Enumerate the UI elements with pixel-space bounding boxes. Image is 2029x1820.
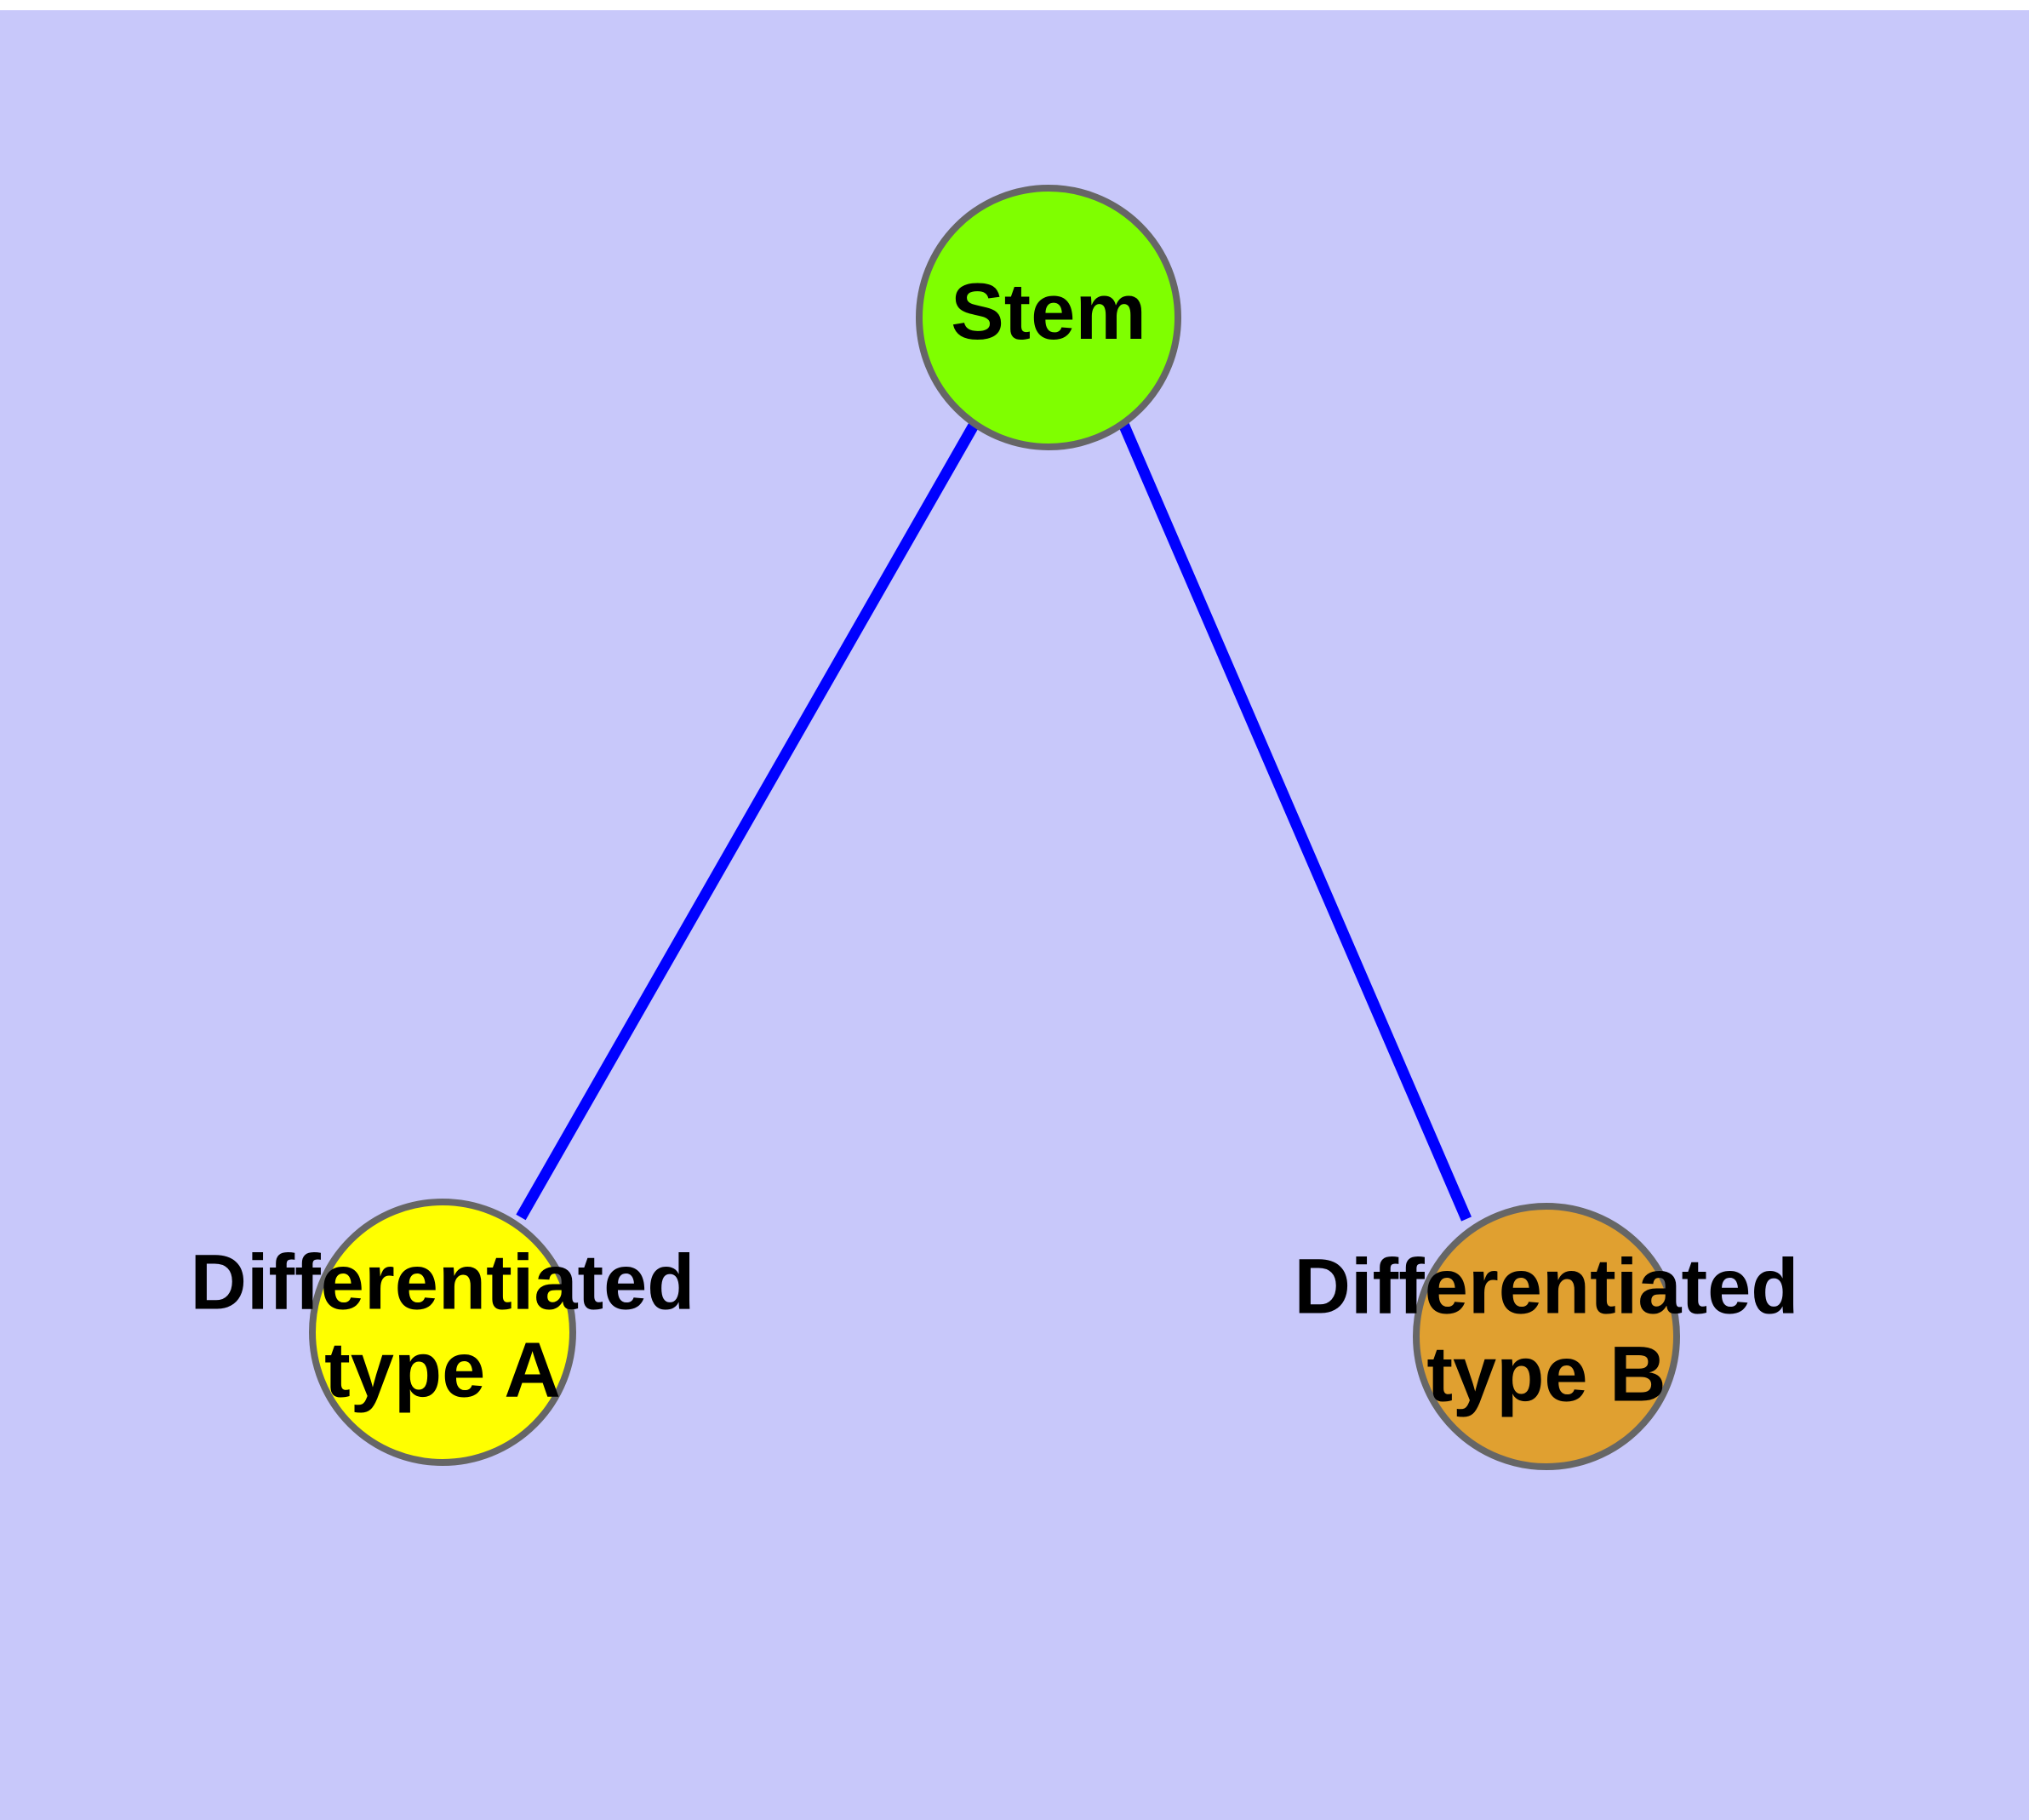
edges-group <box>516 421 1472 1222</box>
node-stem-label: Stem <box>951 266 1146 356</box>
node-stem-circle[interactable] <box>916 185 1181 450</box>
node-differentiated-type-a-circle[interactable] <box>309 1199 576 1466</box>
edge-stem-to-differentiated-type-b[interactable] <box>1118 421 1472 1222</box>
node-stem[interactable]: Stem <box>916 185 1181 450</box>
edge-stem-to-differentiated-type-a[interactable] <box>516 421 980 1221</box>
node-differentiated-type-b-circle[interactable] <box>1413 1203 1680 1470</box>
